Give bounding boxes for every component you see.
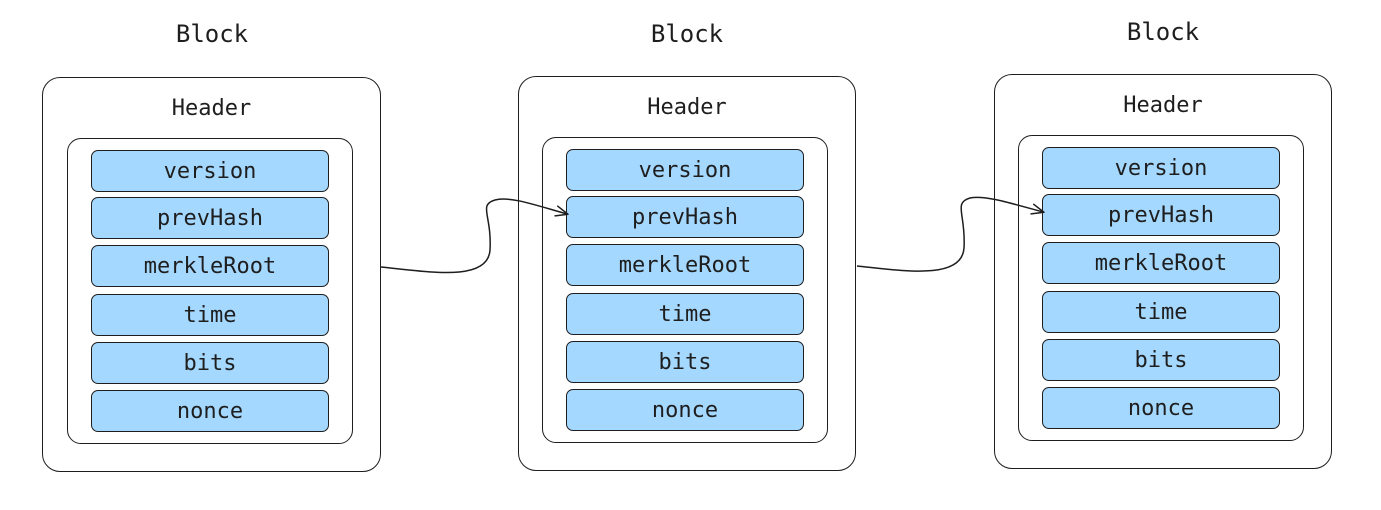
field-merkleroot: merkleRoot — [566, 244, 804, 286]
block-title: Block — [175, 20, 249, 48]
field-version: version — [1042, 147, 1280, 189]
field-nonce: nonce — [91, 390, 329, 432]
field-merkleroot: merkleRoot — [1042, 242, 1280, 284]
header-label: Header — [1123, 93, 1203, 118]
field-time: time — [566, 293, 804, 335]
field-time: time — [1042, 291, 1280, 333]
header-label: Header — [647, 95, 727, 120]
field-prevhash: prevHash — [91, 197, 329, 239]
block-card: Header version prevHash merkleRoot time … — [994, 74, 1332, 469]
header-label: Header — [171, 96, 252, 121]
field-merkleroot: merkleRoot — [91, 245, 329, 287]
field-version: version — [566, 149, 804, 191]
field-time: time — [91, 294, 329, 336]
header-box: version prevHash merkleRoot time bits no… — [67, 138, 353, 444]
field-bits: bits — [91, 342, 329, 384]
field-prevhash: prevHash — [566, 196, 804, 238]
header-box: version prevHash merkleRoot time bits no… — [542, 137, 828, 443]
block-card: Header version prevHash merkleRoot time … — [42, 77, 381, 472]
header-box: version prevHash merkleRoot time bits no… — [1018, 135, 1304, 441]
field-nonce: nonce — [1042, 387, 1280, 429]
field-bits: bits — [566, 341, 804, 383]
field-prevhash: prevHash — [1042, 194, 1280, 236]
field-version: version — [91, 150, 329, 192]
block-card: Header version prevHash merkleRoot time … — [518, 76, 856, 471]
field-bits: bits — [1042, 339, 1280, 381]
field-nonce: nonce — [566, 389, 804, 431]
block-title: Block — [1126, 18, 1200, 46]
block-title: Block — [650, 20, 724, 48]
